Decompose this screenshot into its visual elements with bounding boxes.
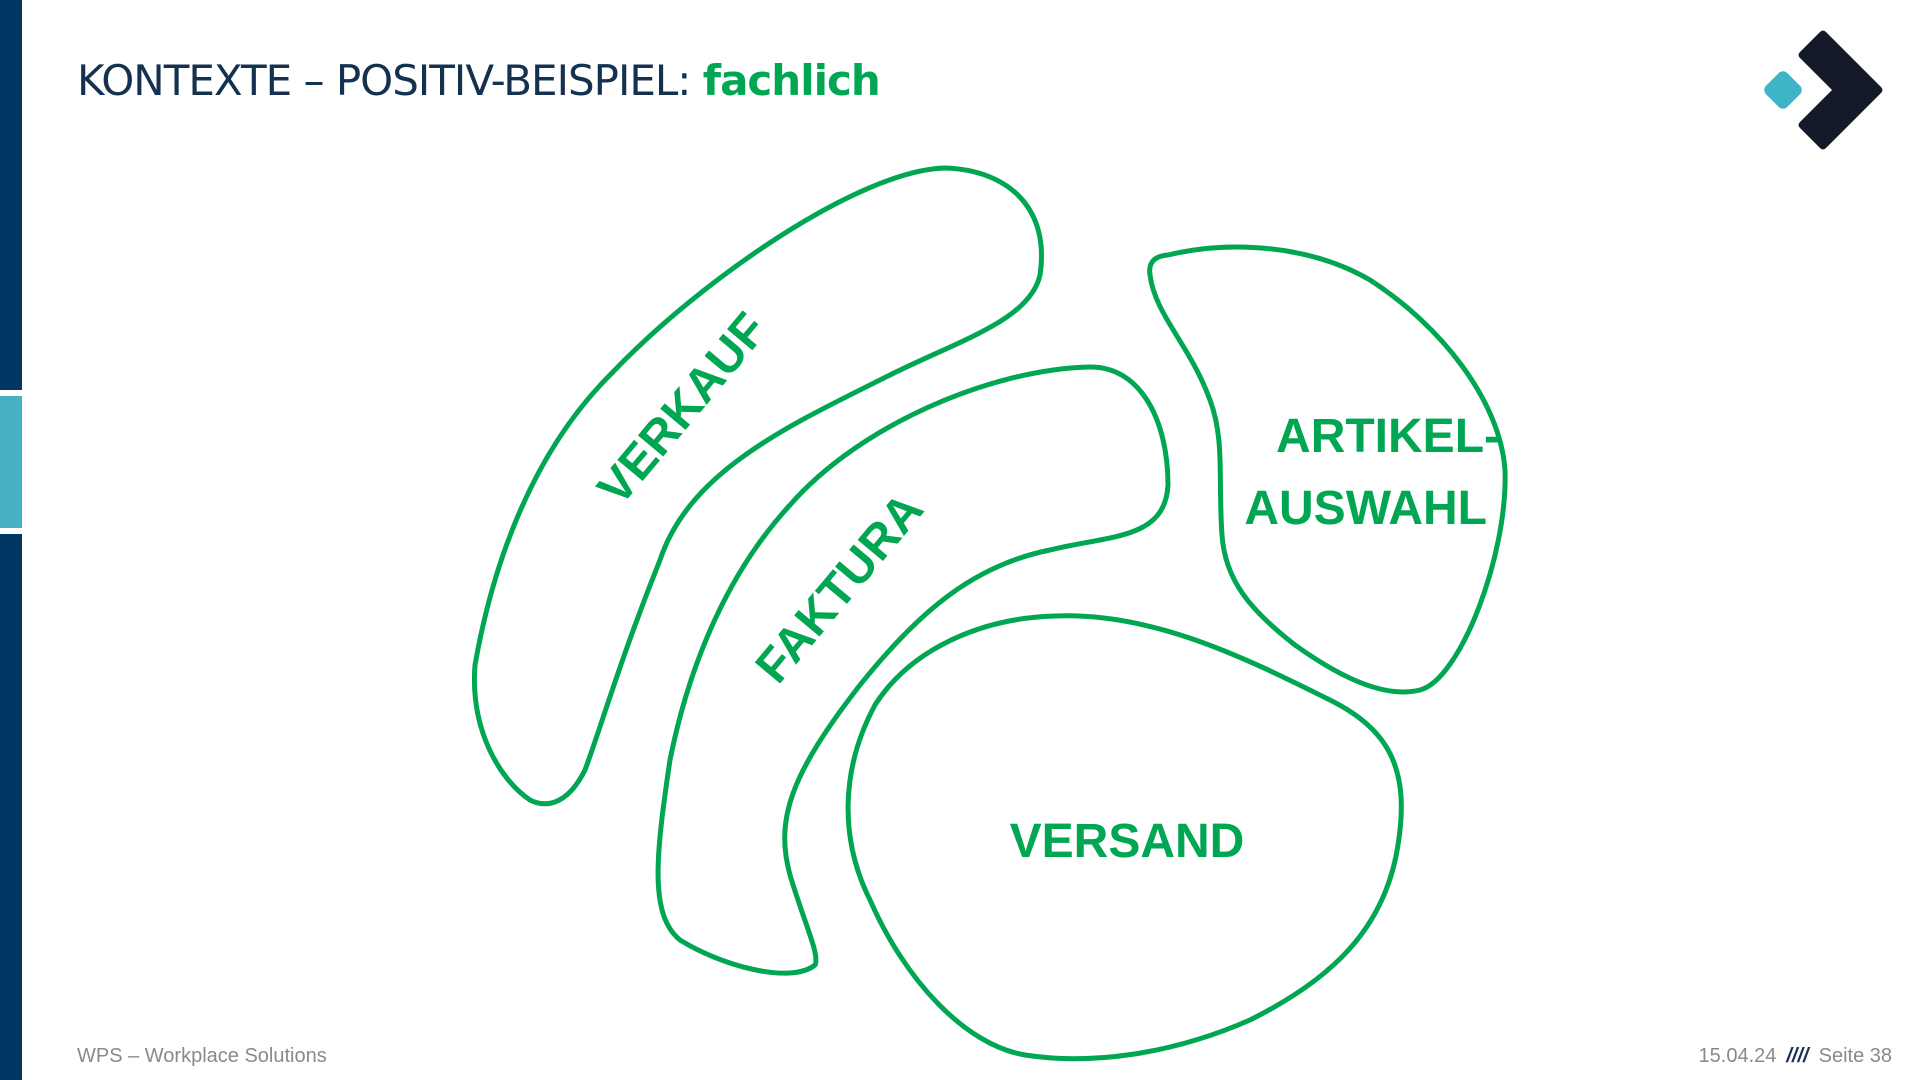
footer-page-number: Seite 38: [1818, 1045, 1892, 1067]
context-label-faktura: FAKTURA: [746, 483, 934, 693]
sidebar-accent-middle: [0, 396, 22, 528]
sidebar-accent-bottom: [0, 534, 22, 1080]
context-label-auswahl: AUSWAHL: [1244, 482, 1487, 535]
context-artikelauswahl-boundary: [1147, 244, 1508, 695]
context-versand-boundary: [845, 613, 1404, 1062]
company-logo: [1764, 30, 1883, 150]
page-title: KONTEXTE – POSITIV-BEISPIEL: fachlich: [77, 56, 881, 105]
footer-separator: ////: [1786, 1045, 1809, 1067]
context-label-verkauf: VERKAUF: [588, 303, 778, 515]
sidebar-accent-top: [0, 0, 22, 390]
logo-teal-diamond: [1764, 71, 1802, 109]
context-label-versand: VERSAND: [1010, 815, 1245, 868]
logo-dark-chevron: [1798, 30, 1883, 150]
footer-meta: 15.04.24 //// Seite 38: [1699, 1045, 1892, 1068]
page-title-main: KONTEXTE – POSITIV-BEISPIEL:: [77, 56, 703, 105]
context-faktura-boundary: [655, 364, 1171, 976]
context-verkauf-boundary: [471, 165, 1044, 807]
footer-company: WPS – Workplace Solutions: [77, 1045, 327, 1067]
footer-date: 15.04.24: [1698, 1045, 1777, 1067]
page-title-accent: fachlich: [702, 56, 881, 105]
context-label-artikel: ARTIKEL-: [1276, 410, 1500, 463]
